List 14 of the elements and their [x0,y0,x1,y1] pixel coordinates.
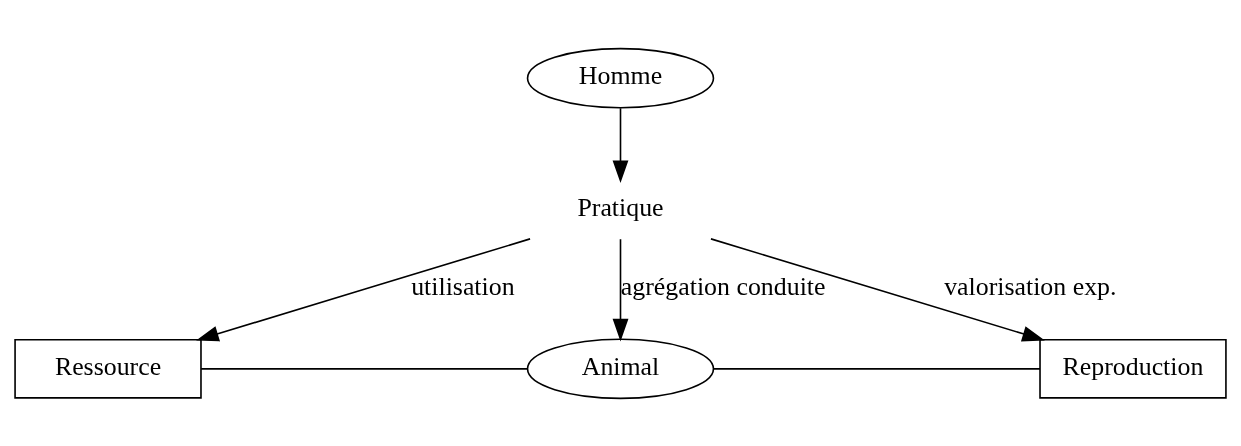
arrow [710,237,1045,341]
node-box: Ressource [14,338,202,399]
node-ellipse: Homme [526,47,715,109]
arrow [612,237,629,341]
edge-label: agrégation conduite [620,271,826,301]
arrow [196,237,531,341]
edge-label: valorisation exp. [944,271,1117,301]
connector [200,367,529,370]
arrow [612,106,629,183]
node-text: Pratique [577,192,664,222]
node-ellipse: Animal [526,337,715,399]
node-box: Reproduction [1039,338,1227,399]
connector [712,367,1041,370]
edge-label: utilisation [411,271,515,301]
